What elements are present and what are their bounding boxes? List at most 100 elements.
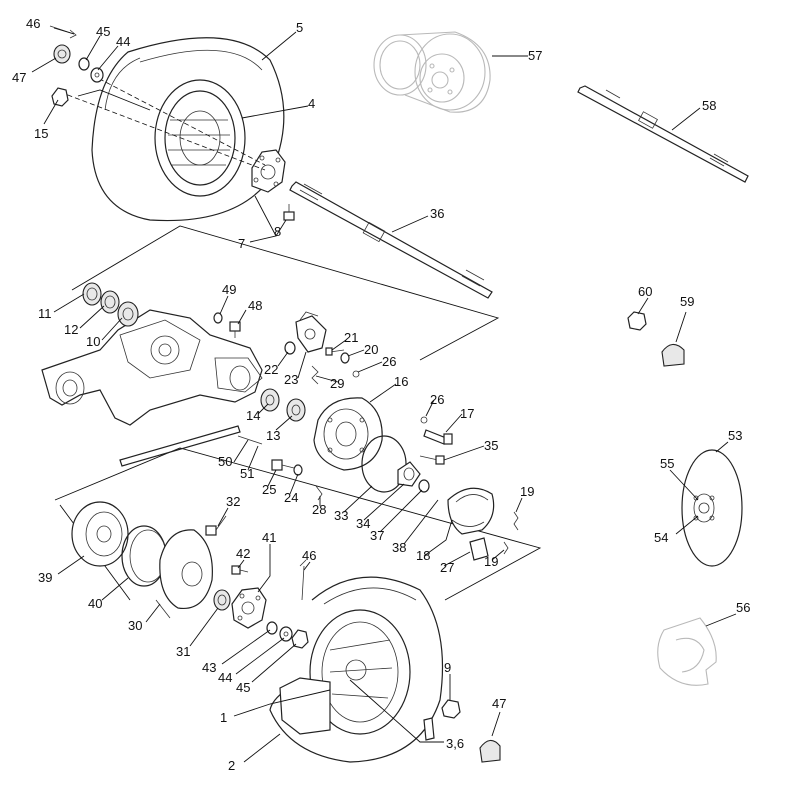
hub-bolt-8 — [283, 204, 295, 221]
label-5: 5 — [296, 20, 303, 35]
label-49: 49 — [222, 282, 236, 297]
seal-31 — [213, 589, 231, 611]
label-53: 53 — [728, 428, 742, 443]
rear-tire — [269, 576, 444, 763]
label-27: 27 — [440, 560, 454, 575]
washer-24 — [293, 464, 303, 476]
label-25: 25 — [262, 482, 276, 497]
drum-cover-40 — [121, 525, 167, 587]
label-18: 18 — [416, 548, 430, 563]
label-1: 1 — [220, 710, 227, 725]
label-19b: 19 — [484, 554, 498, 569]
label-29: 29 — [330, 376, 344, 391]
label-11: 11 — [38, 306, 52, 321]
seal-14 — [260, 388, 280, 412]
label-57: 57 — [528, 48, 542, 63]
spring-19b — [503, 541, 509, 555]
nut-60 — [627, 311, 647, 331]
label-20: 20 — [364, 342, 378, 357]
label-60: 60 — [638, 284, 652, 299]
label-32: 32 — [226, 494, 240, 509]
spring-19a — [513, 511, 519, 531]
washer-44 — [90, 67, 104, 83]
washer-45 — [78, 57, 90, 71]
label-31: 31 — [176, 644, 190, 659]
cotter-pin-46b — [299, 559, 307, 601]
label-30: 30 — [128, 618, 142, 633]
label-4: 4 — [308, 96, 315, 111]
label-44: 44 — [116, 34, 130, 49]
label-7: 7 — [238, 236, 245, 251]
bearing-13 — [286, 398, 306, 422]
long-bolt-50 — [119, 425, 241, 467]
bearing-10 — [117, 301, 139, 327]
label-46: 46 — [26, 16, 40, 31]
axle-shaft-58 — [577, 85, 749, 183]
label-59: 59 — [680, 294, 694, 309]
label-46b: 46 — [302, 548, 316, 563]
label-44b: 44 — [218, 670, 232, 685]
label-38: 38 — [392, 540, 406, 555]
nut-15 — [51, 87, 69, 107]
label-43: 43 — [202, 660, 216, 675]
collar-34 — [397, 461, 421, 487]
washer-44b — [279, 626, 293, 642]
cap-nut-47b — [479, 739, 501, 763]
hub-41 — [231, 587, 267, 629]
bolt-25 — [271, 459, 295, 471]
label-8: 8 — [274, 224, 281, 239]
label-21: 21 — [344, 330, 358, 345]
pin-51 — [237, 435, 263, 445]
pin-28 — [315, 485, 323, 501]
cap-nut-59 — [661, 343, 685, 367]
spring-29 — [311, 365, 319, 385]
label-24: 24 — [284, 490, 298, 505]
label-51: 51 — [240, 466, 254, 481]
bolt-21 — [325, 347, 345, 356]
bolt-17 — [423, 429, 453, 445]
brake-disc-53 — [681, 449, 743, 567]
bolt-42 — [231, 565, 249, 575]
label-14: 14 — [246, 408, 260, 423]
bolt-48 — [229, 321, 241, 338]
rear-rim — [279, 609, 411, 735]
label-56: 56 — [736, 600, 750, 615]
label-47: 47 — [12, 70, 26, 85]
label-33: 33 — [334, 508, 348, 523]
rim-57 — [373, 31, 491, 113]
label-54: 54 — [654, 530, 668, 545]
nut-22 — [284, 341, 296, 355]
label-2: 2 — [228, 758, 235, 773]
washer-20 — [340, 352, 350, 364]
disc-guard-56 — [657, 617, 717, 686]
callout-labels: 46 45 44 47 15 5 4 7 8 57 58 36 11 12 10… — [12, 16, 750, 773]
front-rim — [154, 79, 246, 197]
label-10: 10 — [86, 334, 100, 349]
label-36: 36 — [430, 206, 444, 221]
label-35: 35 — [484, 438, 498, 453]
bolt-32 — [205, 515, 227, 536]
label-37: 37 — [370, 528, 384, 543]
label-39: 39 — [38, 570, 52, 585]
front-hub — [251, 149, 286, 193]
drum-housing-30 — [155, 529, 213, 619]
label-45: 45 — [96, 24, 110, 39]
bearing-12 — [100, 290, 120, 314]
label-16: 16 — [394, 374, 408, 389]
label-47b: 47 — [492, 696, 506, 711]
axle-housing — [41, 309, 263, 426]
axle-shaft-36 — [289, 181, 493, 299]
leader-lines — [31, 27, 737, 763]
washer-37 — [418, 479, 430, 493]
label-40: 40 — [88, 596, 102, 611]
label-19a: 19 — [520, 484, 534, 499]
label-22: 22 — [264, 362, 278, 377]
label-17: 17 — [460, 406, 474, 421]
brake-backing-plate-16 — [313, 397, 383, 471]
brake-drum-39 — [71, 501, 129, 567]
seal-11 — [82, 282, 102, 306]
label-48: 48 — [248, 298, 262, 313]
washer-49 — [213, 312, 223, 324]
